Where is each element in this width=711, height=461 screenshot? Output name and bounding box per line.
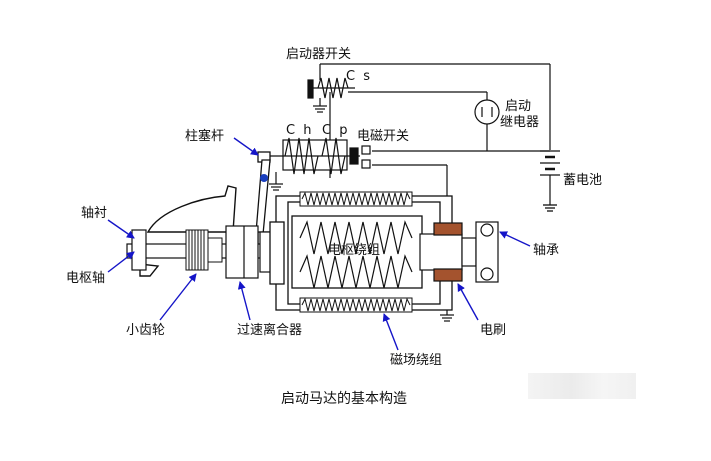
label-cs: C s bbox=[346, 69, 372, 84]
arrow-clutch bbox=[237, 281, 251, 321]
field-winding bbox=[299, 191, 413, 313]
label-start-relay-2: 继电器 bbox=[500, 115, 539, 130]
label-bushing: 轴衬 bbox=[81, 206, 107, 221]
diagram-caption: 启动马达的基本构造 bbox=[281, 390, 407, 407]
brush-upper bbox=[433, 222, 463, 236]
text-labels: 启动器开关 C s 启动 继电器 C h C p 柱塞杆 电磁开关 蓄电池 轴衬… bbox=[66, 47, 602, 407]
bearing-ball-bottom bbox=[480, 267, 494, 281]
label-starter-switch: 启动器开关 bbox=[286, 47, 351, 62]
label-solenoid-switch: 电磁开关 bbox=[357, 129, 409, 144]
label-pinion: 小齿轮 bbox=[126, 323, 165, 338]
label-arrows bbox=[107, 137, 531, 351]
arrow-plunger-rod bbox=[233, 137, 259, 156]
starter-switch bbox=[307, 64, 355, 113]
bearing-ball-top bbox=[480, 223, 494, 237]
arrow-armature-shaft bbox=[107, 251, 135, 273]
arrow-bushing bbox=[107, 219, 135, 239]
arrow-bearing bbox=[499, 231, 531, 247]
arrow-pinion bbox=[159, 273, 197, 321]
label-start-relay-1: 启动 bbox=[505, 99, 531, 114]
arrow-brush bbox=[457, 283, 479, 321]
label-cp: C p bbox=[322, 123, 349, 138]
label-brush: 电刷 bbox=[480, 323, 506, 338]
commutator-brush-bearing bbox=[419, 221, 499, 322]
battery-symbol bbox=[540, 150, 560, 212]
solenoid-switch bbox=[265, 137, 371, 191]
overrunning-clutch bbox=[225, 225, 273, 279]
plunger-pivot-dot bbox=[260, 174, 268, 182]
label-armature-shaft: 电枢轴 bbox=[66, 271, 105, 286]
arrow-field-winding bbox=[382, 313, 399, 351]
drive-housing bbox=[139, 185, 237, 277]
label-bearing: 轴承 bbox=[533, 243, 559, 258]
label-armature-winding: 电枢绕组 bbox=[328, 243, 380, 258]
label-plunger-rod: 柱塞杆 bbox=[185, 128, 224, 144]
brush-lower bbox=[433, 268, 463, 282]
label-ch: C h bbox=[286, 123, 313, 138]
label-battery: 蓄电池 bbox=[563, 173, 602, 188]
armature-winding bbox=[299, 220, 413, 289]
label-field-winding: 磁场绕组 bbox=[390, 353, 442, 368]
label-overrunning-clutch: 过速离合器 bbox=[237, 322, 302, 338]
pinion-gear bbox=[185, 229, 223, 271]
start-relay bbox=[474, 99, 500, 125]
blurred-watermark bbox=[528, 373, 636, 399]
